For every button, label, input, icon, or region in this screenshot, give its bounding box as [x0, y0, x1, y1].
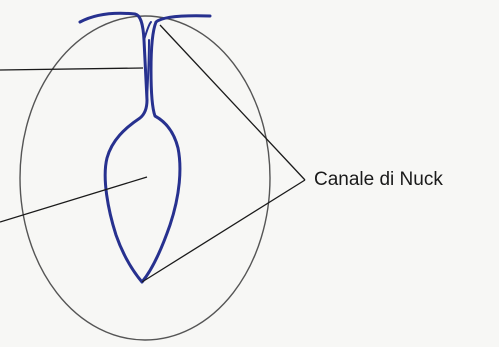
leader-line-left-upper	[0, 68, 143, 70]
leader-line-canal-top	[160, 25, 305, 180]
label-canale-di-nuck: Canale di Nuck	[314, 170, 443, 189]
leader-line-left-lower	[0, 177, 147, 222]
canal-structure	[80, 13, 210, 282]
